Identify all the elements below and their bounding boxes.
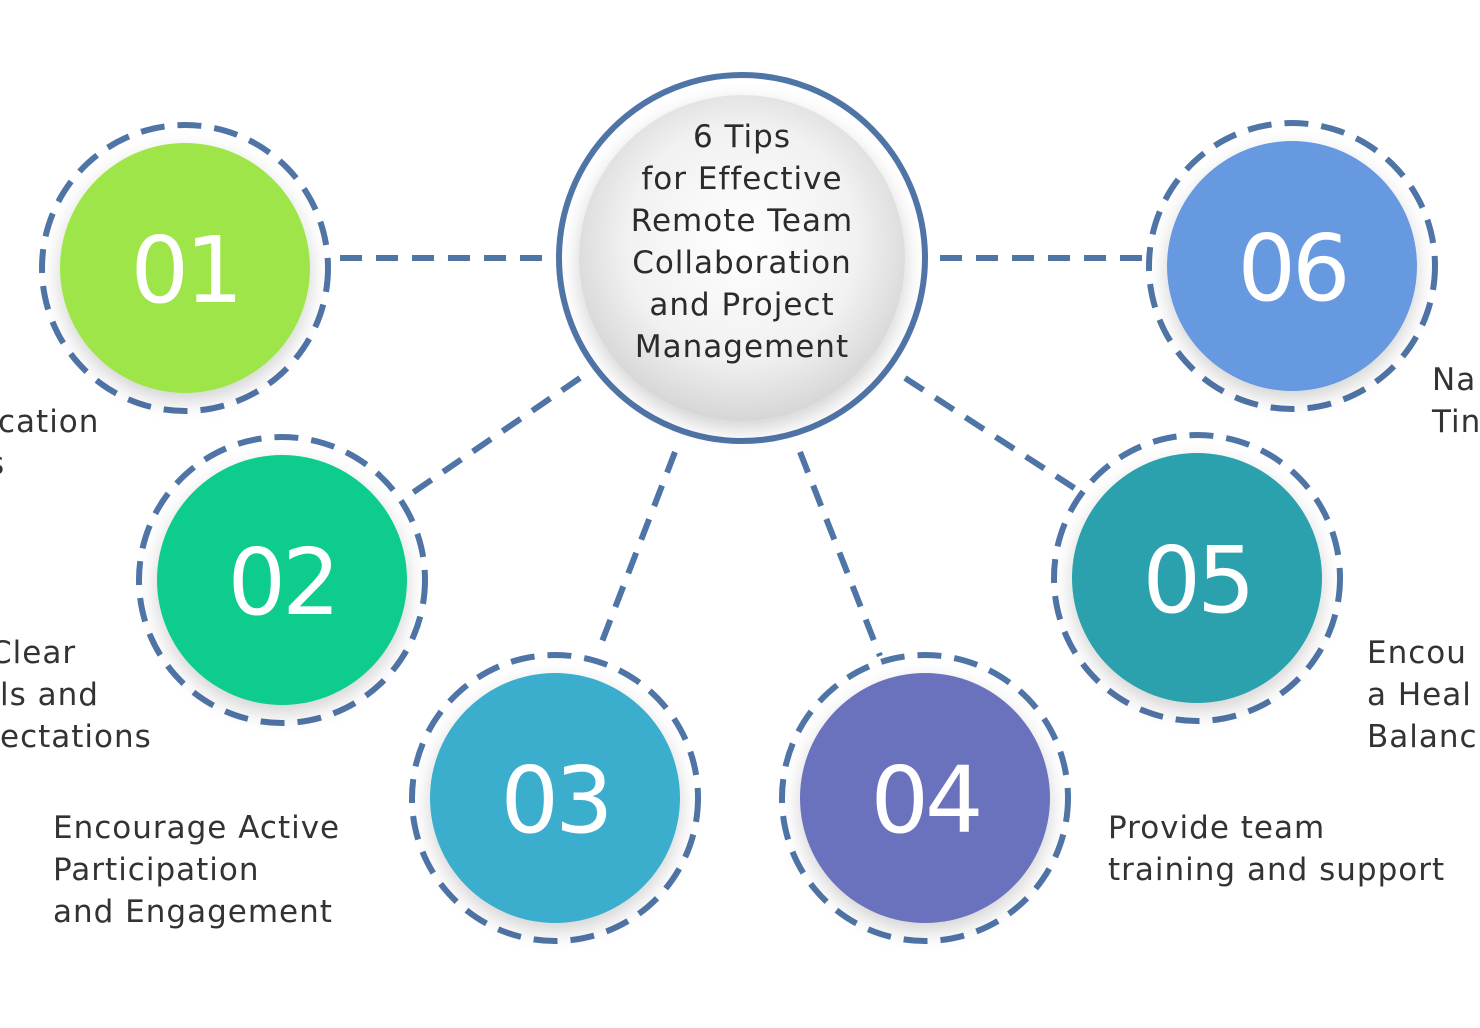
- tip-ring-06: [1146, 120, 1438, 412]
- tip-label-03-line-1: Encourage Active: [53, 810, 340, 846]
- tip-label-04: Provide team training and support: [1108, 810, 1445, 888]
- tip-number-03: 03: [500, 747, 609, 854]
- tip-label-04-line-1: Provide team: [1108, 810, 1325, 846]
- tip-label-04-line-2: training and support: [1108, 852, 1445, 888]
- connectors: [340, 255, 1150, 658]
- tip-label-02-line-3: ectations: [0, 719, 152, 755]
- tip-label-05-line-3: Balanc: [1367, 719, 1478, 755]
- tip-disc-03: [430, 673, 680, 923]
- tip-node-03: 03: [409, 652, 701, 944]
- tip-number-02: 02: [227, 529, 336, 636]
- tip-ring-02: [136, 434, 428, 726]
- center-title-line-1: 6 Tips: [693, 119, 791, 155]
- center-title-line-6: Management: [635, 329, 849, 365]
- tip-ring-05: [1051, 432, 1343, 724]
- tip-label-01-line-2: s: [0, 446, 5, 482]
- tip-label-03-line-2: Participation: [53, 852, 260, 888]
- tip-disc-05: [1072, 453, 1322, 703]
- center-title-line-4: Collaboration: [632, 245, 852, 281]
- tip-ring-01: [39, 122, 331, 414]
- tip-label-05: Encou a Heal Balanc: [1367, 635, 1478, 755]
- tip-label-01-line-1: cation: [0, 404, 99, 440]
- connector-04: [797, 450, 883, 658]
- center-title-line-3: Remote Team: [631, 203, 853, 239]
- tip-disc-01: [60, 143, 310, 393]
- tip-ring-03: [409, 652, 701, 944]
- tip-node-04: 04: [779, 652, 1071, 944]
- tip-ring-04: [779, 652, 1071, 944]
- tip-number-06: 06: [1237, 215, 1346, 322]
- tip-node-02: 02: [136, 434, 428, 726]
- tip-label-05-line-2: a Heal: [1367, 677, 1472, 713]
- tip-label-03-line-3: and Engagement: [53, 894, 333, 930]
- tip-label-02-line-2: ls and: [0, 677, 99, 713]
- tip-label-05-line-1: Encou: [1367, 635, 1467, 671]
- tip-number-05: 05: [1142, 527, 1251, 634]
- center-disc: [579, 95, 905, 421]
- tip-disc-04: [800, 673, 1050, 923]
- tip-disc-06: [1167, 141, 1417, 391]
- tip-number-01: 01: [130, 217, 239, 324]
- tip-node-01: 01: [39, 122, 331, 414]
- tip-number-04: 04: [870, 747, 979, 854]
- tip-disc-02: [157, 455, 407, 705]
- center-title-line-2: for Effective: [641, 161, 842, 197]
- tip-node-05: 05: [1051, 432, 1343, 724]
- tip-label-06-line-2: Tin: [1431, 404, 1480, 440]
- connector-02: [403, 375, 582, 501]
- center-node: 6 Tips for Effective Remote Team Collabo…: [556, 72, 928, 444]
- tip-node-06: 06: [1146, 120, 1438, 412]
- tip-label-06: Na Tin: [1431, 362, 1480, 440]
- center-title-line-5: and Project: [649, 287, 834, 323]
- tip-label-02-line-1: Clear: [0, 635, 76, 671]
- tip-label-01: cation s: [0, 404, 99, 482]
- tip-label-03: Encourage Active Participation and Engag…: [53, 810, 340, 930]
- tip-label-06-line-1: Na: [1432, 362, 1476, 398]
- connector-05: [903, 375, 1084, 496]
- tip-label-02: Clear ls and ectations: [0, 635, 152, 755]
- connector-03: [595, 450, 678, 654]
